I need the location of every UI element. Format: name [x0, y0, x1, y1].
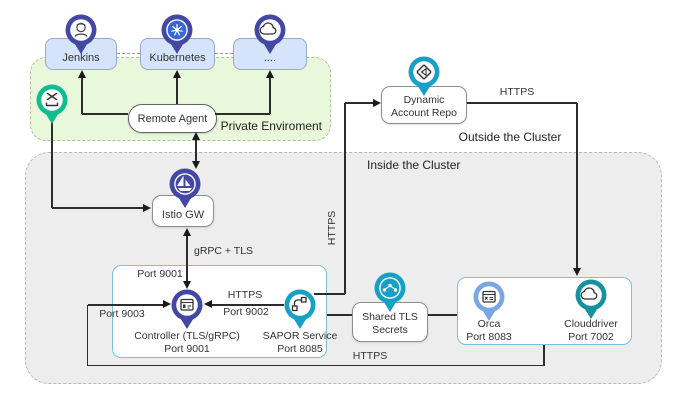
arrow-to-kubernetes [172, 70, 181, 78]
https-vertical-label: HTTPS [326, 210, 338, 246]
istio-gw-label: Istio GW [161, 209, 205, 221]
edge-agent-more-h [215, 113, 270, 115]
arrow-to-istio-bottom [182, 228, 191, 236]
edge-sapor-repo-h [345, 102, 373, 104]
edge-agent-more-v [269, 77, 271, 114]
outside-cluster-label: Outside the Cluster [458, 130, 562, 144]
edge-agent-istio [195, 139, 197, 161]
private-environment-label: Private Enviroment [220, 119, 322, 133]
inside-cluster-label: Inside the Cluster [367, 158, 461, 172]
orca-label-line2: Port 8083 [466, 331, 512, 343]
dynamic-repo-line1: Dynamic [403, 94, 445, 106]
controller-label-line1: Controller (TLS/gRPC) [134, 330, 240, 342]
edge-cli-istio-v [51, 118, 53, 208]
arrow-into-dynamic-repo [373, 98, 381, 107]
edge-agent-kubernetes-v [176, 77, 178, 104]
edge-sapor-repo-v [344, 103, 346, 294]
https-top-label: HTTPS [499, 86, 535, 98]
edge-orca-loop-h1 [87, 364, 545, 367]
edge-repo-clouddriver-h [467, 102, 577, 104]
clouddriver-label-line2: Port 7002 [568, 331, 614, 343]
spin-cli-icon [36, 84, 68, 124]
edge-sapor-repo-stub [314, 293, 345, 295]
sapor-label-line2: Port 8085 [277, 343, 323, 355]
kubernetes-icon [161, 14, 193, 54]
sapor-label-line1: SAPOR Service [262, 330, 338, 342]
clouddriver-icon [575, 279, 607, 319]
port-9003-label: Port 9003 [99, 308, 145, 320]
edge-orca-loop-v1 [543, 345, 545, 366]
controller-label-line2: Port 9001 [164, 343, 210, 355]
node-controller-sapor-box [112, 265, 327, 358]
orca-icon [473, 281, 505, 321]
controller-icon [171, 289, 203, 329]
istio-gateway-icon [169, 168, 201, 208]
dynamic-account-repo-icon [408, 56, 440, 96]
jenkins-icon [65, 14, 97, 54]
sapor-service-icon [284, 289, 316, 329]
arrow-to-controller-top [182, 281, 191, 289]
connector-jenkins-kubernetes [117, 53, 140, 54]
port-9002-label: Port 9002 [223, 306, 269, 318]
edge-orca-loop-h2 [88, 304, 163, 306]
node-dynamic-account-repo: Dynamic Account Repo [381, 86, 467, 124]
edge-controller-sharedtls [327, 314, 352, 316]
edge-sharedtls-orca [428, 314, 457, 316]
arrow-into-controller-right [203, 300, 212, 308]
edge-sapor-controller [211, 304, 284, 306]
arrow-to-agent [191, 132, 200, 140]
arrow-into-clouddriver [572, 268, 581, 276]
https-sapor-label: HTTPS [227, 289, 263, 301]
arrow-to-jenkins [77, 70, 86, 78]
shared-tls-secrets-icon [374, 272, 406, 312]
shared-tls-line2: Secrets [372, 324, 408, 336]
arrow-to-more-targets [265, 70, 274, 78]
arrow-to-istio [191, 161, 200, 169]
clouddriver-label-line1: Clouddriver [564, 318, 618, 330]
edge-repo-clouddriver-v [576, 103, 578, 268]
node-remote-agent: Remote Agent [128, 104, 217, 133]
edge-cli-istio-h [52, 207, 143, 209]
edge-agent-jenkins-v [81, 77, 83, 114]
https-bottom-label: HTTPS [352, 350, 388, 362]
remote-agent-label: Remote Agent [137, 112, 208, 125]
arrow-into-istio-box [143, 203, 151, 212]
dynamic-repo-line2: Account Repo [391, 107, 457, 119]
arrow-into-controller-left [163, 300, 171, 308]
jenkins-label: Jenkins [62, 52, 100, 64]
edge-orca-loop-v2 [86, 305, 88, 366]
node-istio-gw: Istio GW [152, 195, 214, 227]
edge-agent-jenkins-h [82, 113, 128, 115]
kubernetes-label: Kubernetes [149, 52, 206, 64]
cloud-target-icon [254, 14, 286, 54]
port-9001-ingress-label: Port 9001 [137, 268, 183, 280]
more-targets-label: .... [263, 52, 277, 64]
shared-tls-line1: Shared TLS [362, 311, 418, 323]
orca-label-line1: Orca [477, 318, 501, 330]
edge-istio-controller [186, 236, 188, 281]
connector-kubernetes-more [215, 53, 233, 54]
grpc-tls-label: gRPC + TLS [194, 245, 254, 257]
